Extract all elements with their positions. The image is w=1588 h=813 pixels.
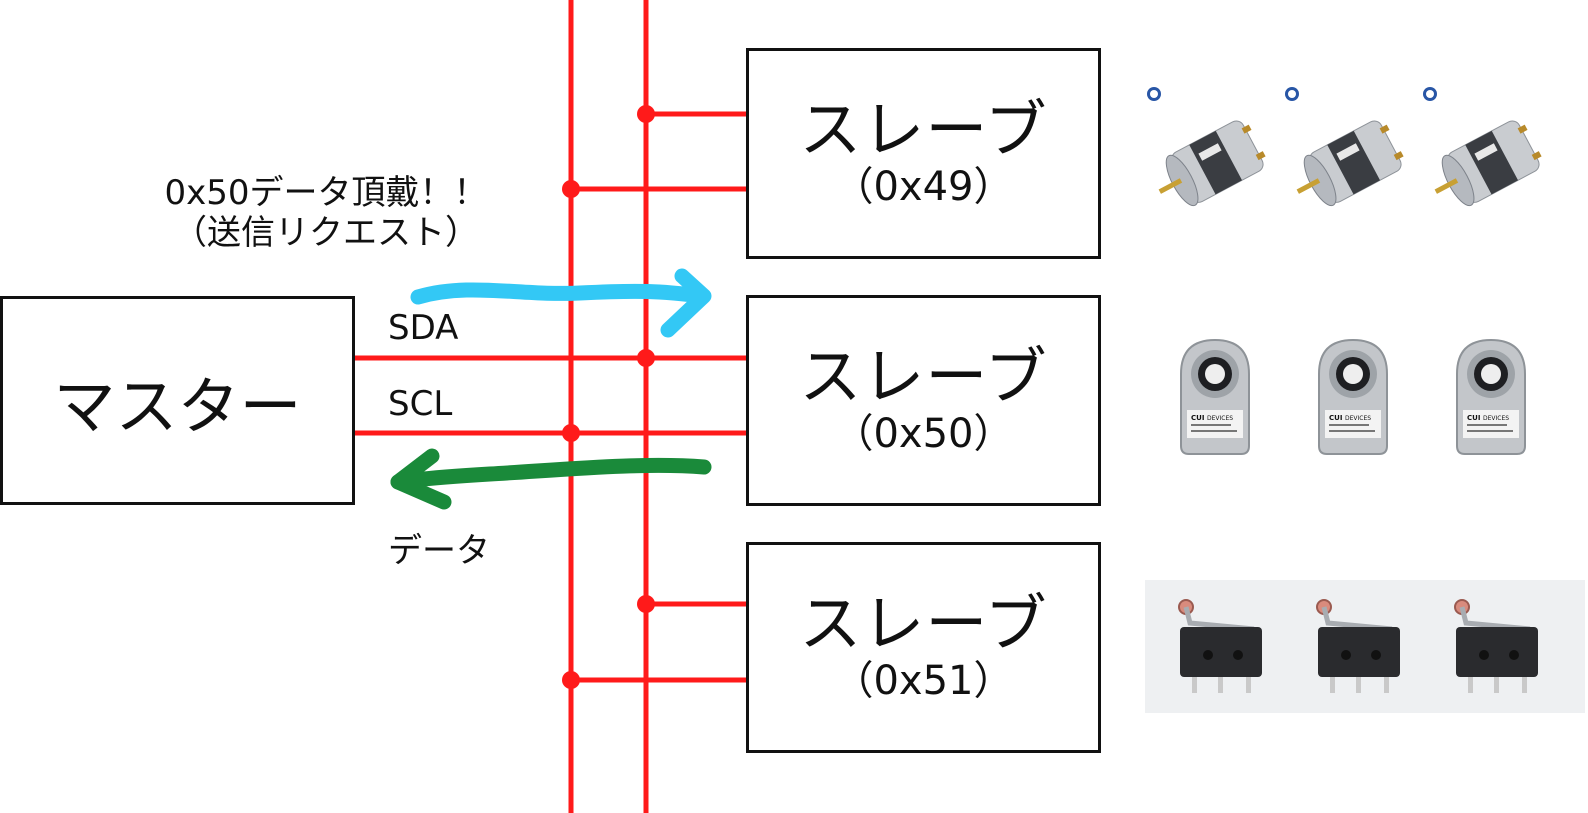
- response-label: データ: [388, 531, 490, 571]
- junction-dot: [637, 105, 655, 123]
- request-note: 0x50データ頂戴！！ （送信リクエスト）: [146, 173, 506, 253]
- master-label: マスター: [53, 369, 302, 443]
- sda-label: SDA: [388, 308, 459, 348]
- slave-address: （0x51）: [833, 657, 1014, 704]
- slave-label: スレーブ: [799, 92, 1048, 166]
- slave-address: （0x49）: [833, 163, 1014, 210]
- rotary-encoder-image: CUI DEVICES: [1443, 334, 1581, 468]
- rotary-encoder-image: CUI DEVICES: [1305, 334, 1443, 468]
- slave-label: スレーブ: [799, 586, 1048, 660]
- slave-label: スレーブ: [799, 339, 1048, 413]
- request-note-line1: 0x50データ頂戴！！: [164, 173, 488, 213]
- master-box: マスター: [0, 296, 355, 505]
- request-arrow: [410, 268, 712, 338]
- rotary-encoder-image: CUI DEVICES: [1167, 334, 1305, 468]
- slave-address: （0x50）: [833, 410, 1014, 457]
- response-arrow: [390, 448, 712, 510]
- scl-label: SCL: [388, 384, 453, 424]
- junction-dot: [637, 349, 655, 367]
- encoder-name: DEVICES: [1207, 415, 1233, 422]
- junction-dot: [637, 595, 655, 613]
- encoder-brand: CUI: [1191, 414, 1204, 422]
- micro-switch-image: [1150, 583, 1288, 717]
- dc-motor-image: [1143, 84, 1281, 218]
- encoder-brand: CUI: [1467, 414, 1480, 422]
- request-note-line2: （送信リクエスト）: [173, 213, 479, 253]
- slave-box: スレーブ （0x49）: [746, 48, 1101, 259]
- micro-switch-image: [1426, 583, 1564, 717]
- junction-dot: [562, 671, 580, 689]
- encoder-name: DEVICES: [1483, 415, 1509, 422]
- dc-motor-image: [1281, 84, 1419, 218]
- slave-box: スレーブ （0x50）: [746, 295, 1101, 506]
- dc-motor-image: [1419, 84, 1557, 218]
- junction-dot: [562, 180, 580, 198]
- encoder-name: DEVICES: [1345, 415, 1371, 422]
- encoder-brand: CUI: [1329, 414, 1342, 422]
- encoder-row: CUI DEVICES CUI DEVICES CUI DEVICES: [1167, 334, 1581, 468]
- switch-row: [1150, 583, 1564, 717]
- junction-dot: [562, 424, 580, 442]
- motor-row: [1143, 84, 1557, 218]
- micro-switch-image: [1288, 583, 1426, 717]
- slave-box: スレーブ （0x51）: [746, 542, 1101, 753]
